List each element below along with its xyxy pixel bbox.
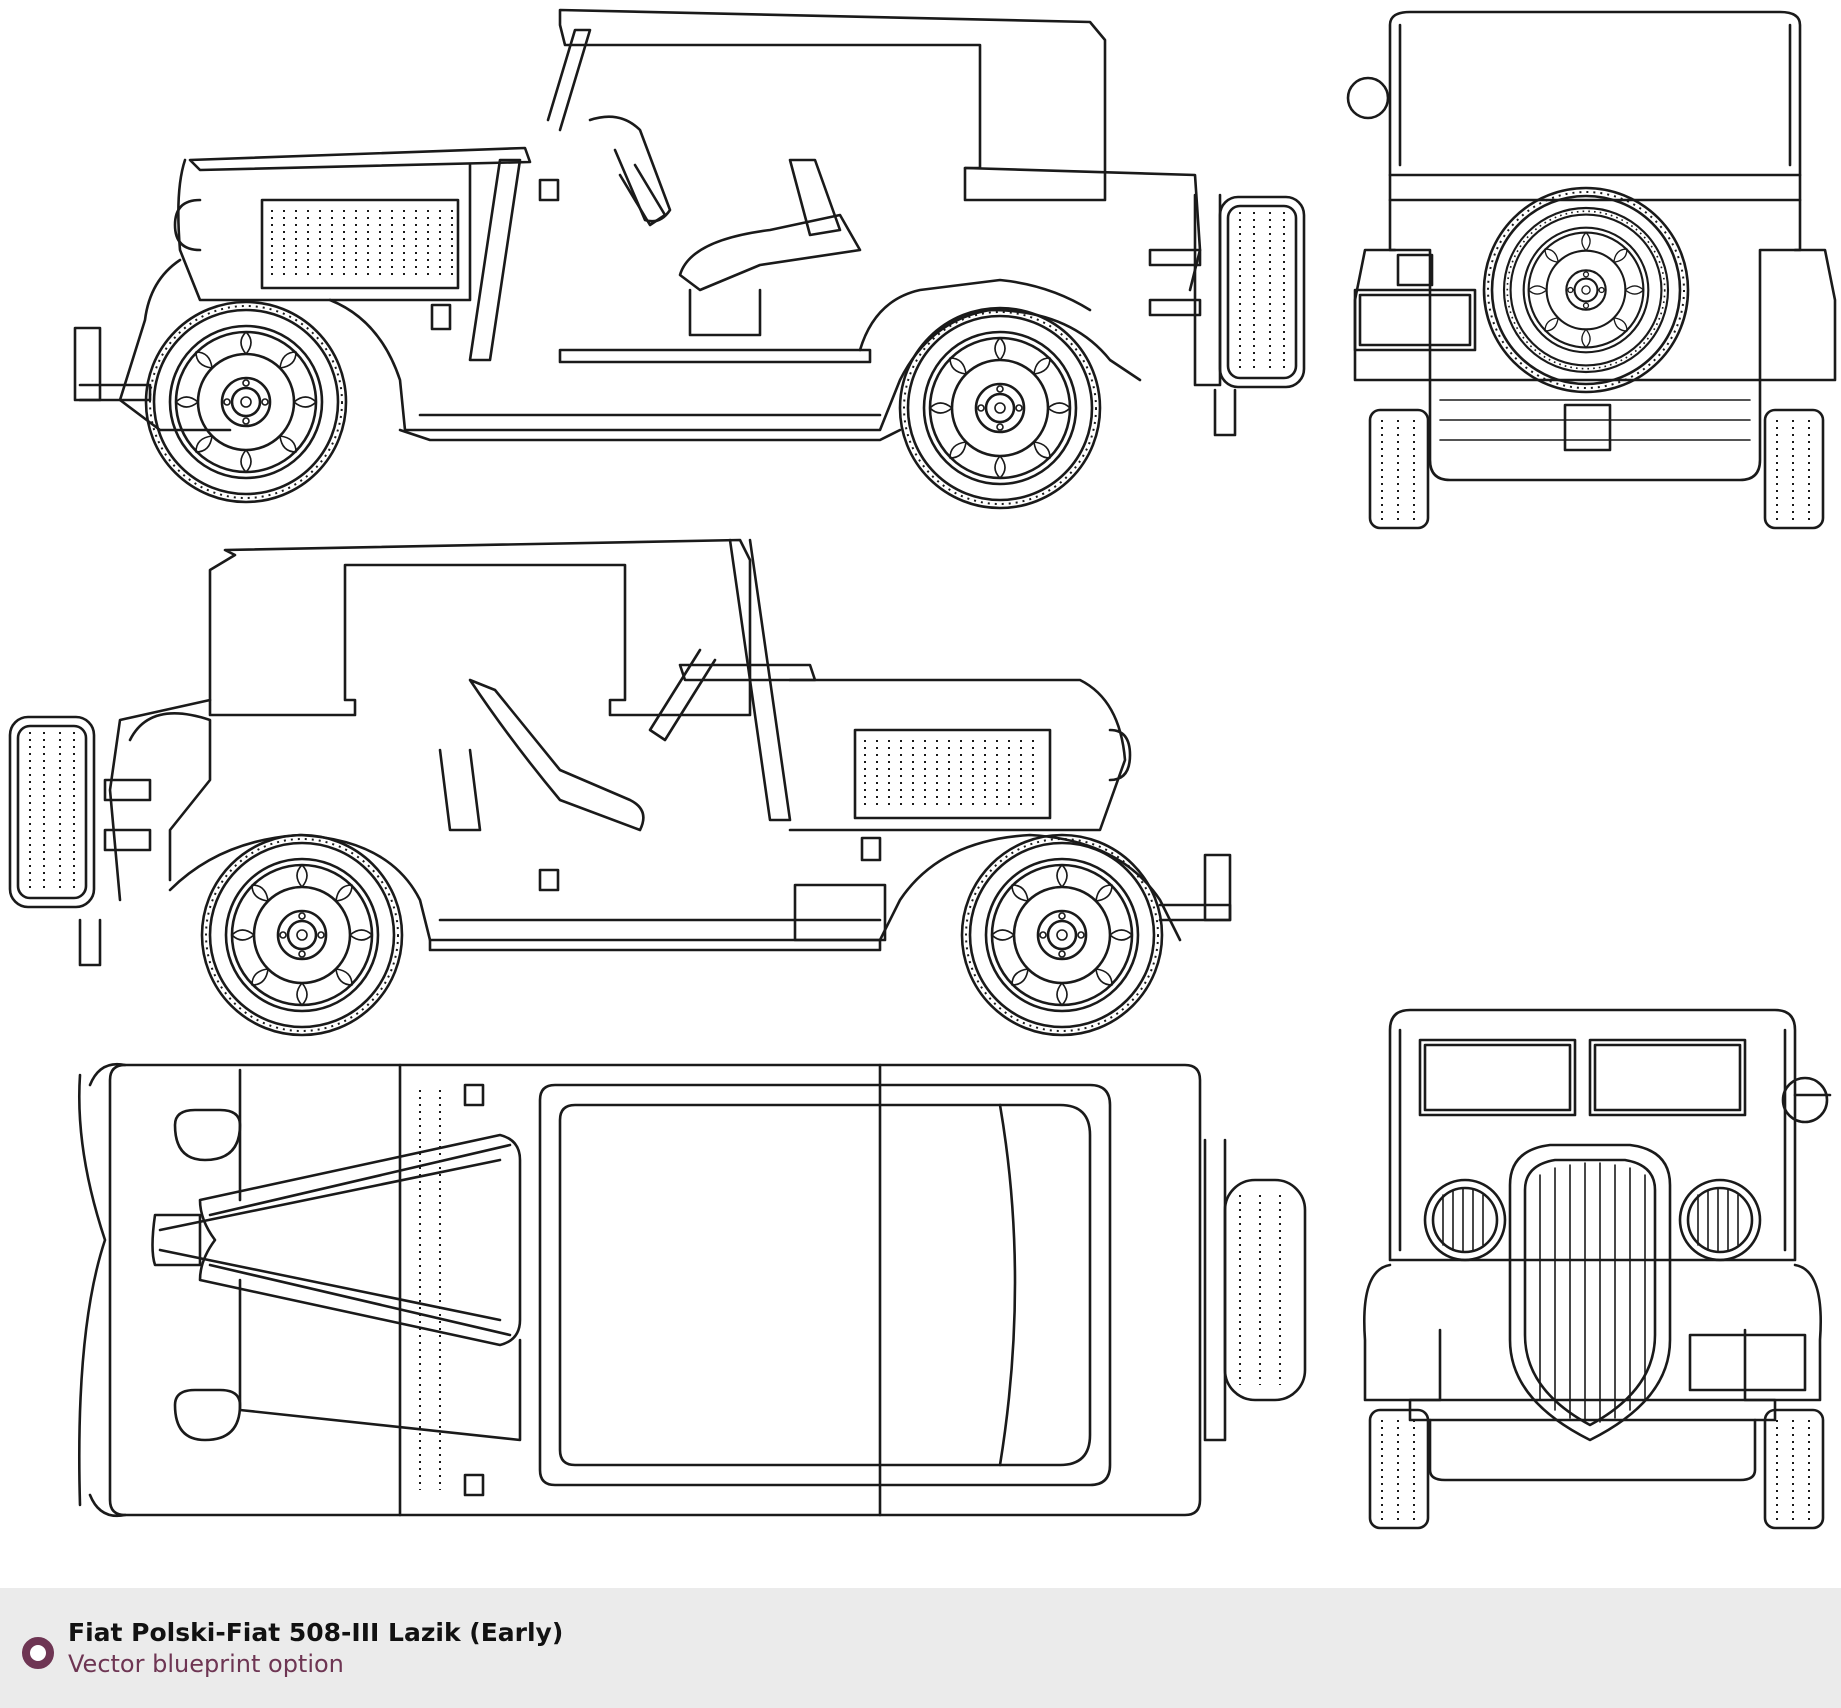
caption-bar: Fiat Polski-Fiat 508-III Lazik (Early) V…	[0, 1588, 1841, 1708]
top-view	[77, 1062, 1307, 1518]
side-view-left	[8, 538, 1232, 1037]
blueprint-canvas	[8, 8, 1837, 1530]
caption-title: Fiat Polski-Fiat 508-III Lazik (Early)	[68, 1618, 564, 1647]
rear-view	[1346, 10, 1837, 530]
caption-subtitle: Vector blueprint option	[68, 1650, 344, 1678]
circle-ring-icon	[22, 1637, 54, 1669]
front-view	[1363, 1008, 1832, 1530]
side-view-right	[73, 8, 1306, 510]
